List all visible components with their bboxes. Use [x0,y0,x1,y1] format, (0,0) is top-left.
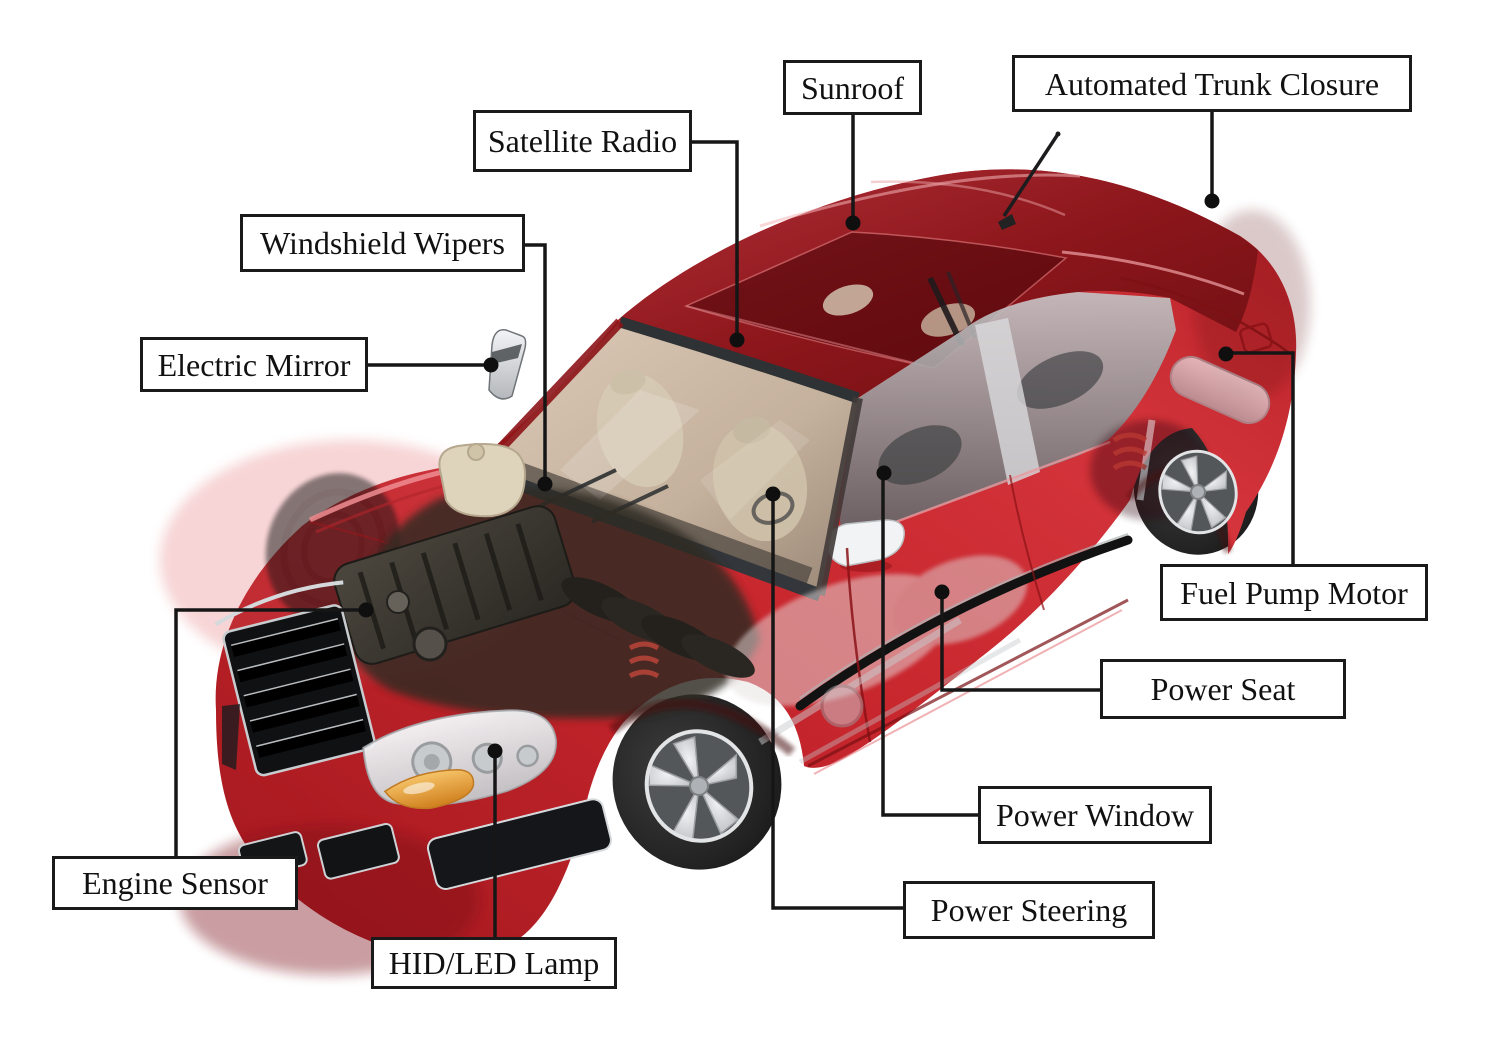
label-satellite-radio: Satellite Radio [473,110,692,172]
label-engine-sensor: Engine Sensor [52,856,298,910]
label-sunroof: Sunroof [783,60,922,115]
label-power-window-text: Power Window [995,797,1195,833]
leader-windshield-wipers [525,243,547,483]
leader-power-window [881,475,978,817]
rear-rim [1158,449,1238,535]
washer-reservoir [438,443,526,518]
front-suspension [758,617,1022,765]
label-automated-trunk-closure: Automated Trunk Closure [1012,55,1412,112]
car-art [160,131,1310,975]
dot-automated-trunk-closure [1204,193,1220,209]
leader-power-steering [771,496,903,910]
leader-engine-sensor [174,608,364,856]
dot-engine-sensor [358,602,374,618]
label-power-window: Power Window [978,786,1212,844]
leader-fuel-pump-motor [1227,351,1295,564]
dot-fuel-pump-motor [1218,346,1234,362]
side-mirror-near [488,329,527,400]
antenna-icon [998,131,1061,230]
side-windows [840,292,1176,544]
label-sunroof-text: Sunroof [800,69,905,106]
label-windshield-wipers: Windshield Wipers [240,214,525,272]
dot-electric-mirror [483,357,499,373]
leader-dots [358,193,1234,759]
dot-power-steering [765,486,781,502]
door-molding [795,535,1133,711]
label-engine-sensor-text: Engine Sensor [82,865,268,901]
rear-suspension [1090,355,1271,520]
label-power-steering: Power Steering [903,881,1155,939]
label-hid-led-lamp: HID/LED Lamp [371,937,617,989]
dot-sunroof [845,215,861,231]
dot-hid-led-lamp [487,743,503,759]
front-rim [644,729,754,843]
trunk-cut-line [1119,276,1289,354]
dot-power-window [876,465,892,481]
label-power-steering-text: Power Steering [930,892,1128,928]
engine-bay [333,443,1028,719]
label-electric-mirror: Electric Mirror [140,337,368,392]
label-windshield-wipers-text: Windshield Wipers [260,225,505,261]
fuel-filler-door [1239,322,1273,354]
dot-windshield-wipers [537,476,553,492]
front-grille [214,580,376,777]
leader-satellite-radio [692,140,739,340]
label-fuel-pump-motor-text: Fuel Pump Motor [1180,574,1408,611]
dot-satellite-radio [729,332,745,348]
label-satellite-radio-text: Satellite Radio [487,123,678,159]
label-automated-trunk-closure-text: Automated Trunk Closure [1044,65,1380,102]
dot-power-seat [934,584,950,600]
label-hid-led-lamp-text: HID/LED Lamp [388,945,600,981]
label-electric-mirror-text: Electric Mirror [157,346,351,383]
leader-lines [174,112,1295,937]
label-fuel-pump-motor: Fuel Pump Motor [1160,564,1428,621]
label-power-seat: Power Seat [1100,659,1346,719]
leader-power-seat [940,594,1100,692]
amber-side-marker [383,768,475,810]
engine-block [333,505,577,665]
label-power-seat-text: Power Seat [1150,671,1296,707]
